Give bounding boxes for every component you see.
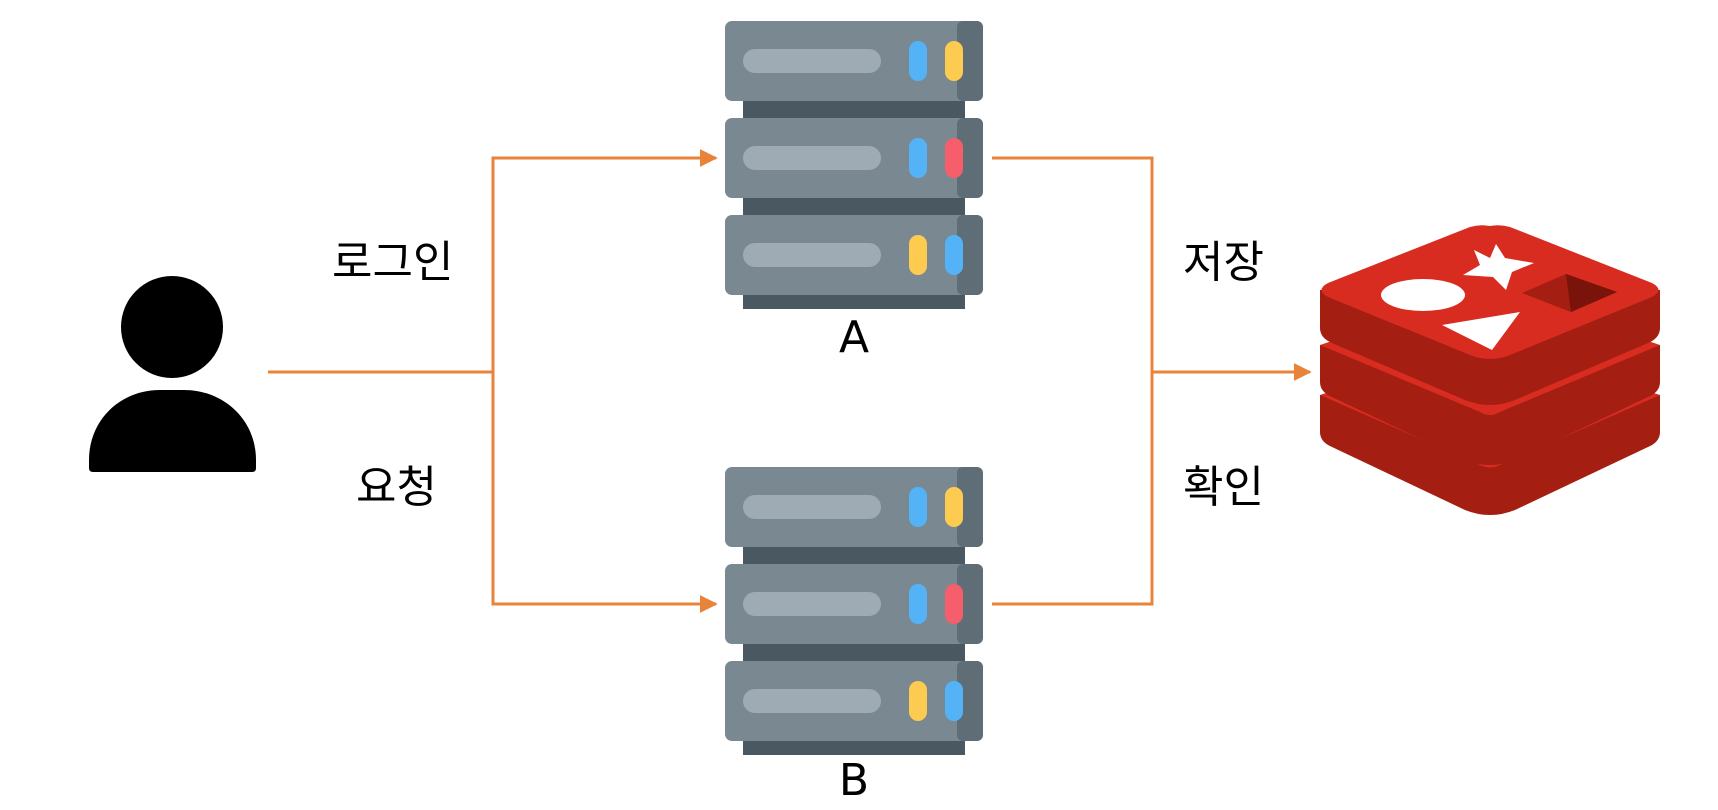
user-icon — [89, 276, 256, 472]
connector-to-server-a — [491, 149, 718, 372]
label-login: 로그인 — [332, 237, 453, 288]
redis-icon — [1320, 225, 1660, 515]
connectors-right — [992, 156, 1312, 606]
label-server-a: A — [839, 312, 869, 363]
connectors-left — [268, 149, 718, 613]
connector-from-server-a — [992, 156, 1154, 372]
connector-to-server-b — [491, 372, 718, 613]
label-check: 확인 — [1183, 462, 1264, 513]
server-b-icon — [725, 467, 983, 755]
connector-from-server-b — [992, 372, 1154, 606]
label-server-b: B — [839, 755, 869, 806]
server-a-icon — [725, 21, 983, 309]
label-save: 저장 — [1183, 237, 1264, 288]
label-request: 요청 — [356, 462, 437, 513]
